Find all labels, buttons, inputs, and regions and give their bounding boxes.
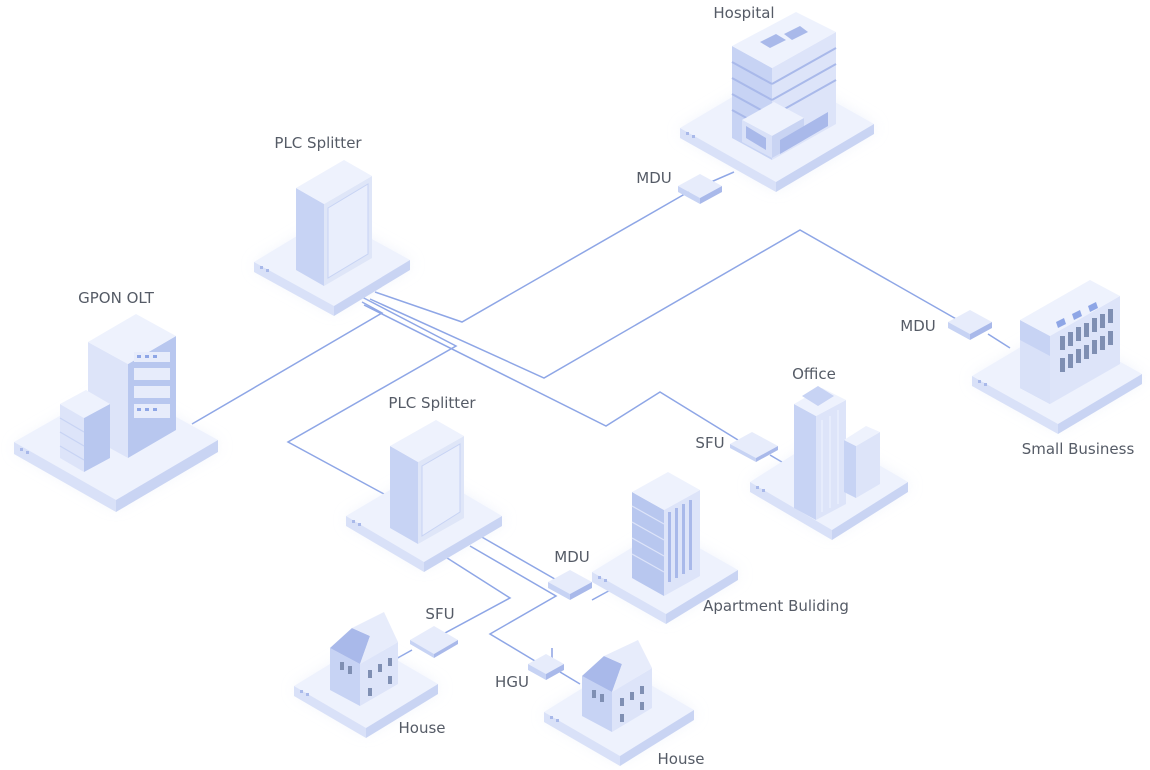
office-node	[750, 386, 910, 540]
house-right-node	[544, 640, 696, 766]
link-hgu-house	[559, 671, 581, 685]
small-business-node	[972, 280, 1144, 434]
gpon-olt-label: GPON OLT	[78, 289, 155, 307]
hgu-label: HGU	[495, 673, 529, 691]
link-plc-bottom-sfu-house	[431, 555, 512, 641]
plc-splitter-top-node	[254, 160, 412, 316]
house-right-label: House	[657, 750, 704, 768]
fiber-links	[191, 171, 1011, 685]
hospital-node	[680, 12, 876, 192]
link-mdu-business-building	[987, 333, 1011, 349]
house-left-label: House	[398, 719, 445, 737]
hospital-label: Hospital	[713, 4, 774, 22]
gpon-olt-node	[14, 314, 220, 512]
link-plc-top-sfu-office	[363, 304, 739, 441]
hgu-device	[528, 648, 564, 680]
link-olt-plc-top	[191, 301, 384, 425]
apartment-node	[592, 472, 740, 624]
sfu-office-label: SFU	[695, 434, 724, 452]
mdu-hospital-label: MDU	[636, 169, 671, 187]
link-plc-bottom-hgu	[469, 545, 558, 665]
sfu-office-device	[730, 432, 778, 462]
sfu-house-label: SFU	[425, 605, 454, 623]
mdu-hospital-device	[678, 174, 722, 204]
mdu-apartment-device	[548, 570, 592, 600]
plc-splitter-top-label: PLC Splitter	[274, 134, 362, 152]
plc-splitter-bottom-node	[346, 420, 504, 572]
apartment-label: Apartment Buliding	[703, 597, 849, 615]
office-label: Office	[792, 365, 836, 383]
mdu-apartment-label: MDU	[554, 548, 589, 566]
link-plc-bottom-mdu-apartment	[479, 535, 561, 583]
plc-splitter-bottom-label: PLC Splitter	[388, 394, 476, 412]
mdu-business-label: MDU	[900, 317, 935, 335]
small-business-label: Small Business	[1022, 440, 1135, 458]
link-plc-top-plc-bottom	[286, 295, 458, 495]
mdu-business-device	[948, 310, 992, 340]
house-left-node	[294, 612, 440, 738]
sfu-house-device	[410, 626, 458, 658]
link-plc-top-mdu-business	[369, 229, 959, 379]
